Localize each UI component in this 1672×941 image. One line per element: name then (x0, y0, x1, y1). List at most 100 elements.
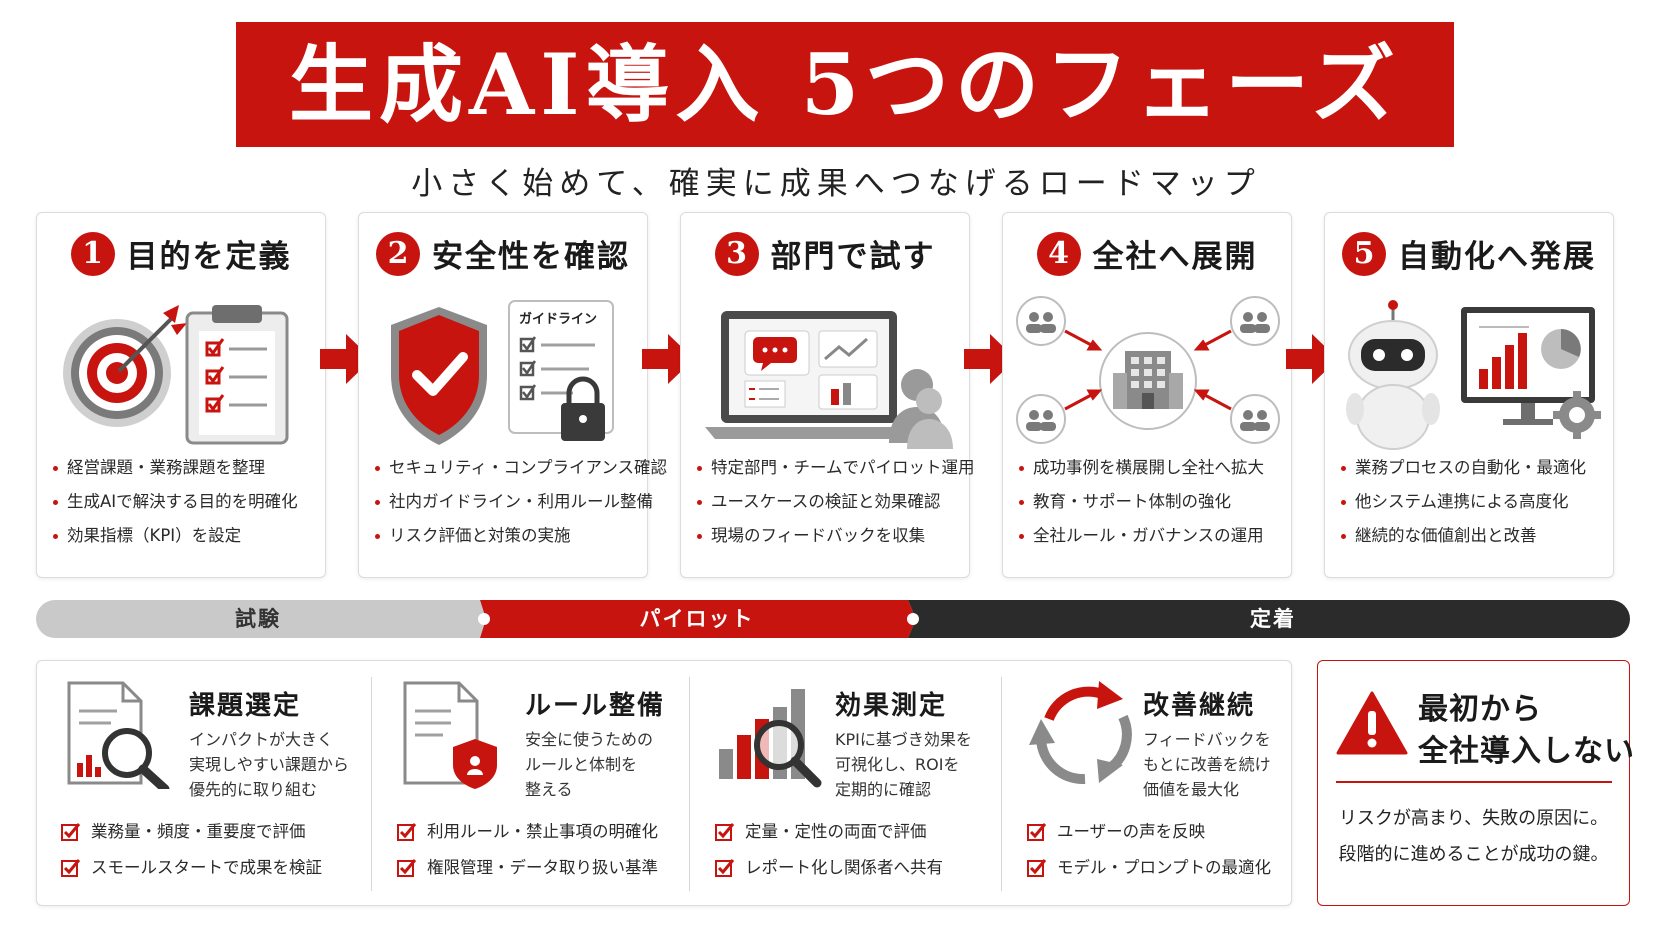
phase-header: 2 安全性を確認 (359, 231, 647, 276)
phase-number: 5 (1342, 231, 1386, 276)
list-item: 社内ガイドライン・利用ルール整備 (373, 492, 653, 512)
phase-title: 自動化へ発展 (1398, 239, 1596, 275)
warning-callout: 最初から 全社導入しない リスクが高まり、失敗の原因に。 段階的に進めることが成… (1317, 660, 1634, 906)
timeline-marker (478, 613, 490, 625)
timeline-label-adopt: 定着 (1250, 607, 1296, 631)
tip-card-1: 課題選定 インパクトが大きく実現しやすい課題から優先的に取り組む 業務量・頻度・… (37, 661, 367, 907)
phase-title: 全社へ展開 (1092, 239, 1258, 275)
list-item: 全社ルール・ガバナンスの運用 (1017, 526, 1287, 546)
phase-number: 3 (714, 231, 759, 276)
tip-description: 安全に使うためのルールと体制を整える (525, 730, 654, 799)
warning-text: リスクが高まり、失敗の原因に。 段階的に進めることが成功の鍵。 (1338, 808, 1609, 865)
checkbox-checked-icon (397, 823, 417, 841)
list-item: 業務量・頻度・重要度で評価 (61, 821, 322, 843)
list-item: ユースケースの検証と効果確認 (695, 492, 965, 512)
list-item: 現場のフィードバックを収集 (695, 526, 965, 546)
list-item: 効果指標（KPI）を設定 (51, 526, 321, 546)
phase-card-1: 1 目的を定義 経営課題・業務課題を整理 生成AIで解決する目的を明確化 効果指… (36, 212, 326, 578)
document-search-icon (67, 681, 170, 789)
list-item: 経営課題・業務課題を整理 (51, 458, 321, 478)
target-checklist-icon (63, 305, 289, 445)
list-item: 教育・サポート体制の強化 (1017, 492, 1287, 512)
list-item: モデル・プロンプトの最適化 (1027, 857, 1271, 879)
guideline-label: ガイドライン (519, 312, 597, 327)
phase-number: 2 (376, 231, 420, 276)
company-network-icon (1016, 296, 1280, 444)
tip-checklist: 利用ルール・禁止事項の明確化 権限管理・データ取り扱い基準 (397, 821, 658, 893)
list-item: 定量・定性の両面で評価 (715, 821, 943, 843)
title-banner: 生成AI導入 5つのフェーズ (236, 22, 1454, 147)
timeline-segment-adopt (908, 600, 1630, 638)
phase-timeline: 試験 パイロット 定着 (36, 600, 1630, 638)
list-item: ユーザーの声を反映 (1027, 821, 1271, 843)
chart-magnifier-icon (719, 689, 822, 788)
phase-title: 安全性を確認 (432, 239, 630, 275)
shield-guideline-icon: ガイドライン (391, 300, 614, 445)
document-shield-icon (403, 681, 497, 789)
timeline-label-pilot: パイロット (639, 607, 755, 631)
list-item: リスク評価と対策の実施 (373, 526, 643, 546)
tip-checklist: 定量・定性の両面で評価 レポート化し関係者へ共有 (715, 821, 943, 893)
tip-card-2: ルール整備 安全に使うためのルールと体制を整える 利用ルール・禁止事項の明確化 … (373, 661, 689, 907)
tip-description: KPIに基づき効果を可視化し、ROIを定期的に確認 (835, 730, 972, 799)
timeline-segment-trial (36, 600, 486, 638)
tip-card-3: 効果測定 KPIに基づき効果を可視化し、ROIを定期的に確認 定量・定性の両面で… (691, 661, 1001, 907)
tip-title: 課題選定 (189, 691, 302, 721)
list-item: 継続的な価値創出と改善 (1339, 526, 1609, 546)
tip-card-4: 改善継続 フィードバックをもとに改善を続け価値を最大化 ユーザーの声を反映 モデ… (1003, 661, 1293, 907)
list-item: スモールスタートで成果を検証 (61, 857, 322, 879)
warning-icon (1336, 691, 1408, 755)
tip-description: フィードバックをもとに改善を続け価値を最大化 (1143, 730, 1271, 799)
phase-title: 目的を定義 (126, 239, 292, 275)
phase-bullets: セキュリティ・コンプライアンス確認 社内ガイドライン・利用ルール整備 リスク評価… (373, 458, 667, 560)
phase-bullets: 特定部門・チームでパイロット運用 ユースケースの検証と効果確認 現場のフィードバ… (695, 458, 975, 560)
tip-description: インパクトが大きく実現しやすい課題から優先的に取り組む (189, 730, 349, 799)
phase-bullets: 業務プロセスの自動化・最適化 他システム連携による高度化 継続的な価値創出と改善 (1339, 458, 1609, 560)
warning-title: 最初から 全社導入しない (1418, 692, 1635, 769)
phase-number: 1 (70, 231, 115, 276)
phase-number: 4 (1036, 231, 1081, 276)
checkbox-checked-icon (61, 859, 81, 877)
phase-title: 部門で試す (770, 239, 936, 275)
checkbox-checked-icon (715, 859, 735, 877)
phase-header: 1 目的を定義 (37, 231, 325, 276)
list-item: 他システム連携による高度化 (1339, 492, 1609, 512)
list-item: セキュリティ・コンプライアンス確認 (373, 458, 667, 478)
phase-header: 4 全社へ展開 (1003, 231, 1291, 276)
phase-card-4: 4 全社へ展開 成功 (1002, 212, 1292, 578)
timeline-segment-pilot (480, 600, 916, 638)
tip-checklist: ユーザーの声を反映 モデル・プロンプトの最適化 (1027, 821, 1271, 893)
page-title: 生成AI導入 5つのフェーズ (289, 34, 1401, 134)
phase-bullets: 経営課題・業務課題を整理 生成AIで解決する目的を明確化 効果指標（KPI）を設… (51, 458, 321, 560)
page-subtitle: 小さく始めて、確実に成果へつなげるロードマップ (411, 166, 1261, 202)
phase-header: 3 部門で試す (681, 231, 969, 276)
robot-dashboard-icon (1346, 300, 1601, 450)
checkbox-checked-icon (1027, 823, 1047, 841)
list-item: レポート化し関係者へ共有 (715, 857, 943, 879)
timeline-marker (907, 613, 919, 625)
checkbox-checked-icon (397, 859, 417, 877)
checkbox-checked-icon (61, 823, 81, 841)
divider (1336, 781, 1612, 783)
tip-title: 改善継続 (1143, 691, 1256, 721)
phase-card-2: 2 安全性を確認 ガイドライン セキュリティ・コンプライアンス確認 社内ガイドラ… (358, 212, 667, 578)
tips-panel: 課題選定 インパクトが大きく実現しやすい課題から優先的に取り組む 業務量・頻度・… (36, 660, 1292, 906)
checkbox-checked-icon (1027, 859, 1047, 877)
checkbox-checked-icon (715, 823, 735, 841)
refresh-cycle-icon (1029, 681, 1132, 785)
list-item: 業務プロセスの自動化・最適化 (1339, 458, 1609, 478)
tip-title: 効果測定 (835, 691, 948, 721)
tip-title: ルール整備 (525, 691, 666, 721)
phase-bullets: 成功事例を横展開し全社へ拡大 教育・サポート体制の強化 全社ルール・ガバナンスの… (1017, 458, 1287, 560)
timeline-label-trial: 試験 (235, 607, 281, 631)
tip-checklist: 業務量・頻度・重要度で評価 スモールスタートで成果を検証 (61, 821, 322, 893)
timeline-bar (36, 600, 1630, 638)
divider (1001, 677, 1002, 891)
list-item: 生成AIで解決する目的を明確化 (51, 492, 321, 512)
phase-card-5: 5 自動化へ発展 業務プロセスの自動化・最適化 他システム連携による高度化 継続… (1324, 212, 1614, 578)
list-item: 特定部門・チームでパイロット運用 (695, 458, 975, 478)
laptop-team-icon (705, 311, 953, 449)
phase-header: 5 自動化へ発展 (1325, 231, 1613, 276)
list-item: 成功事例を横展開し全社へ拡大 (1017, 458, 1287, 478)
list-item: 権限管理・データ取り扱い基準 (397, 857, 658, 879)
